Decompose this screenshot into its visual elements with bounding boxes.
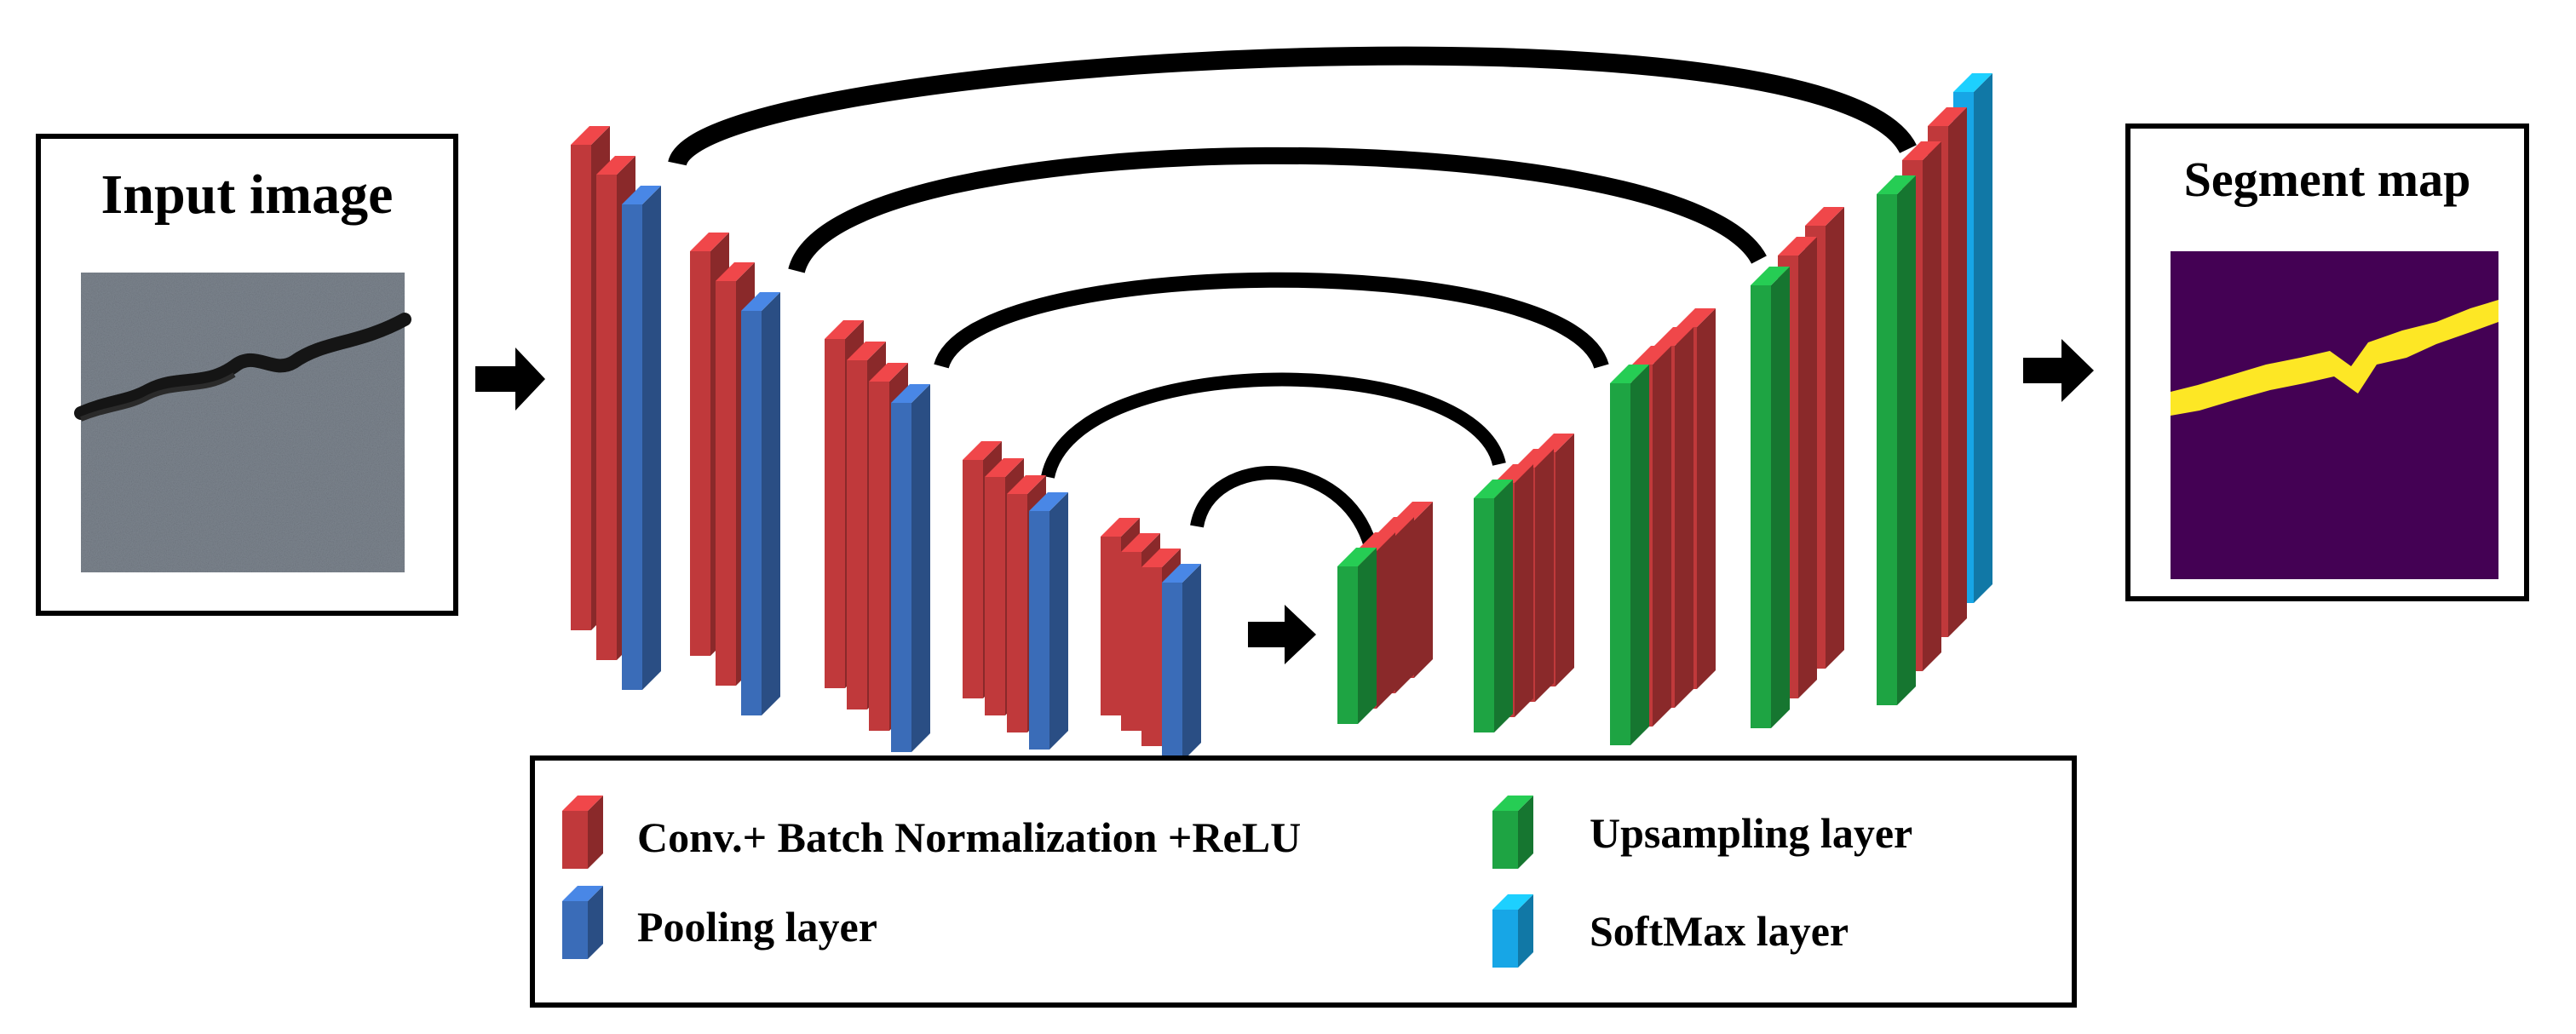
right-arrow-icon [1248, 605, 1316, 664]
pooling-block [1029, 492, 1068, 750]
pooling-block [622, 186, 661, 690]
right-arrow-icon [475, 348, 545, 411]
pooling-block [1162, 564, 1201, 761]
legend-swatch-conv [562, 796, 603, 869]
skip-connection-5 [1190, 466, 1378, 552]
skip-connection-2 [788, 146, 1767, 274]
segment-map-title: Segment map [2184, 152, 2471, 207]
legend-frame [530, 755, 2077, 1008]
flow-arrows [475, 339, 2094, 664]
segment-map-image [2171, 251, 2498, 579]
input-image-title: Input image [101, 164, 394, 226]
legend-swatch-softmax [1492, 894, 1533, 968]
legend-label-conv: Conv.+ Batch Normalization +ReLU [637, 813, 1301, 861]
pooling-block [741, 292, 780, 715]
upsampling-block [1610, 365, 1649, 745]
right-arrow-icon [2023, 339, 2094, 402]
pooling-block [891, 384, 930, 752]
upsampling-block [1877, 175, 1916, 705]
legend: Conv.+ Batch Normalization +ReLU Pooling… [530, 755, 2077, 1008]
skip-connection-1 [668, 46, 1917, 168]
skip-connections [668, 46, 1917, 552]
legend-label-pool: Pooling layer [637, 903, 877, 951]
legend-label-upsampling: Upsampling layer [1590, 809, 1912, 857]
input-image-panel: Input image [36, 134, 458, 616]
network-layers [571, 73, 1992, 761]
upsampling-block [1474, 480, 1513, 732]
skip-connection-3 [934, 272, 1609, 370]
skip-connection-4 [1041, 372, 1506, 479]
input-crack-photo [74, 273, 411, 572]
segment-map-panel: Segment map [2125, 124, 2529, 601]
upsampling-block [1337, 548, 1377, 724]
legend-swatch-upsampling [1492, 796, 1533, 869]
legend-label-softmax: SoftMax layer [1590, 907, 1849, 955]
upsampling-block [1751, 267, 1790, 728]
legend-swatch-pool [562, 886, 603, 959]
